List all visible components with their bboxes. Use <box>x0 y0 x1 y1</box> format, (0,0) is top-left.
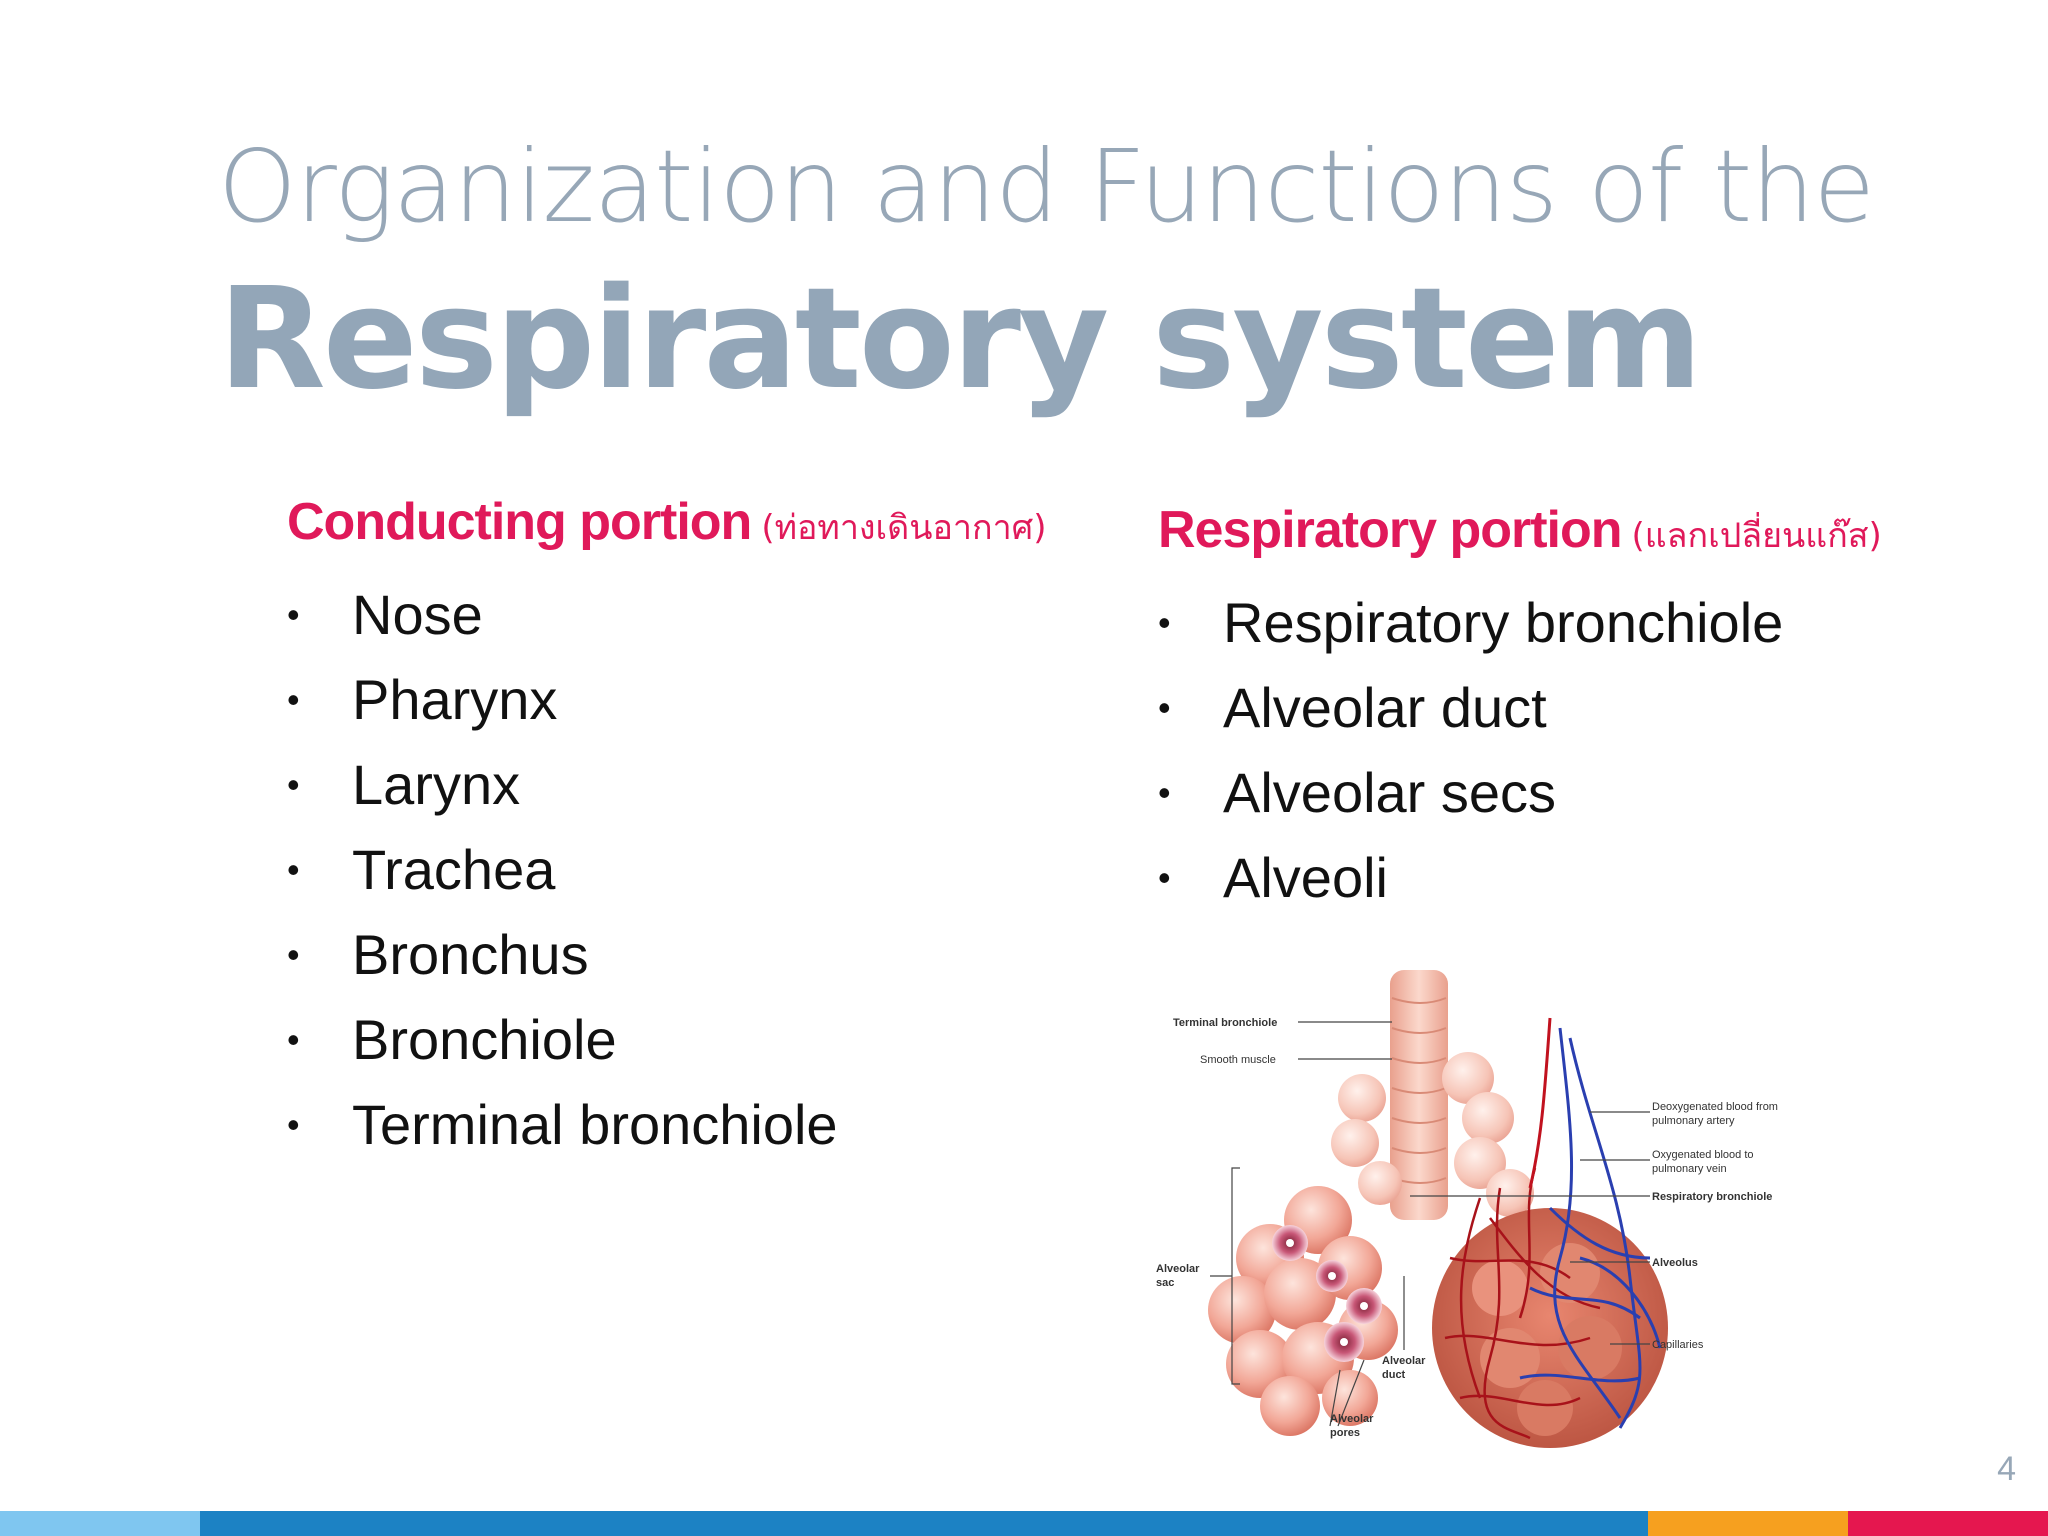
list-item: • Alveolar secs <box>1158 750 1882 835</box>
list-item: • Bronchiole <box>287 997 1047 1082</box>
list-item-text: Pharynx <box>352 668 558 731</box>
list-item: • Nose <box>287 572 1047 657</box>
label-alveolar-pores-1: Alveolar <box>1330 1413 1374 1425</box>
bullet-icon: • <box>1158 602 1171 643</box>
list-item: • Larynx <box>287 742 1047 827</box>
list-item: • Alveoli <box>1158 835 1882 920</box>
label-alveolar-pores-2: pores <box>1330 1427 1360 1439</box>
alveolar-sac-cluster <box>1208 1186 1398 1436</box>
label-alveolar-duct-2: duct <box>1382 1369 1406 1381</box>
label-alveolus: Alveolus <box>1652 1257 1698 1269</box>
conducting-heading-thai: (ท่อทางเดินอากาศ) <box>761 508 1047 548</box>
respiratory-list: • Respiratory bronchiole • Alveolar duct •… <box>1158 580 1882 920</box>
list-item-text: Alveoli <box>1223 846 1388 909</box>
bullet-icon: • <box>287 594 300 635</box>
list-item-text: Larynx <box>352 753 521 816</box>
slide-title-line2: Respiratory system <box>218 258 1703 421</box>
list-item-text: Alveolar duct <box>1223 676 1547 739</box>
slide-title-line1: Organization and Functions of the <box>218 128 1875 245</box>
bullet-icon: • <box>1158 857 1171 898</box>
list-item-text: Trachea <box>352 838 556 901</box>
page-number: 4 <box>1997 1450 2016 1488</box>
label-capillaries: Capillaries <box>1652 1339 1704 1351</box>
conducting-heading-text: Conducting portion <box>287 493 752 551</box>
label-resp-bronchiole: Respiratory bronchiole <box>1652 1191 1772 1203</box>
respiratory-heading-text: Respiratory portion <box>1158 501 1622 559</box>
label-alveolar-duct-1: Alveolar <box>1382 1355 1426 1367</box>
bullet-icon: • <box>287 1104 300 1145</box>
conducting-heading: Conducting portion(ท่อทางเดินอากาศ) <box>287 492 1047 554</box>
list-item-text: Terminal bronchiole <box>352 1093 838 1156</box>
label-alveolar-sac-1: Alveolar <box>1156 1263 1200 1275</box>
label-oxy-2: pulmonary vein <box>1652 1163 1727 1175</box>
footer-bar-red <box>1848 1511 2048 1536</box>
bullet-icon: • <box>287 679 300 720</box>
bronchiole-tube <box>1390 970 1448 1220</box>
pointer-lines <box>1210 1021 1650 1427</box>
list-item: • Bronchus <box>287 912 1047 997</box>
list-item-text: Respiratory bronchiole <box>1223 591 1784 654</box>
footer-bar-orange <box>1648 1511 1848 1536</box>
respiratory-heading: Respiratory portion(แลกเปลี่ยนแก๊ส) <box>1158 500 1882 562</box>
bullet-icon: • <box>287 1019 300 1060</box>
diagram-labels: Terminal bronchiole Smooth muscle Deoxyg… <box>1156 1017 1778 1439</box>
conducting-column: Conducting portion(ท่อทางเดินอากาศ) • Nos… <box>287 492 1047 1167</box>
label-terminal-bronchiole: Terminal bronchiole <box>1173 1017 1277 1029</box>
conducting-list: • Nose • Pharynx • Larynx • Trachea • Bronchu… <box>287 572 1047 1167</box>
list-item: • Alveolar duct <box>1158 665 1882 750</box>
label-deoxy-2: pulmonary artery <box>1652 1115 1735 1127</box>
list-item-text: Nose <box>352 583 483 646</box>
list-item: • Terminal bronchiole <box>287 1082 1047 1167</box>
label-oxy-1: Oxygenated blood to <box>1652 1149 1754 1161</box>
footer-bar-blue <box>200 1511 1648 1536</box>
respiratory-column: Respiratory portion(แลกเปลี่ยนแก๊ส) • Res… <box>1158 500 1882 920</box>
list-item-text: Alveolar secs <box>1223 761 1557 824</box>
footer-bar-light-blue <box>0 1511 200 1536</box>
label-alveolar-sac-2: sac <box>1156 1277 1174 1289</box>
respiratory-heading-thai: (แลกเปลี่ยนแก๊ส) <box>1631 516 1882 556</box>
alveoli-illustration: Terminal bronchiole Smooth muscle Deoxyg… <box>1156 970 1778 1448</box>
bullet-icon: • <box>287 764 300 805</box>
list-item-text: Bronchiole <box>352 1008 617 1071</box>
list-item: • Pharynx <box>287 657 1047 742</box>
label-deoxy-1: Deoxygenated blood from <box>1652 1101 1778 1113</box>
bullet-icon: • <box>287 934 300 975</box>
bullet-icon: • <box>1158 772 1171 813</box>
list-item-text: Bronchus <box>352 923 589 986</box>
list-item: • Respiratory bronchiole <box>1158 580 1882 665</box>
bullet-icon: • <box>287 849 300 890</box>
list-item: • Trachea <box>287 827 1047 912</box>
bullet-icon: • <box>1158 687 1171 728</box>
label-smooth-muscle: Smooth muscle <box>1200 1054 1276 1066</box>
capillary-network <box>1432 1017 1668 1448</box>
